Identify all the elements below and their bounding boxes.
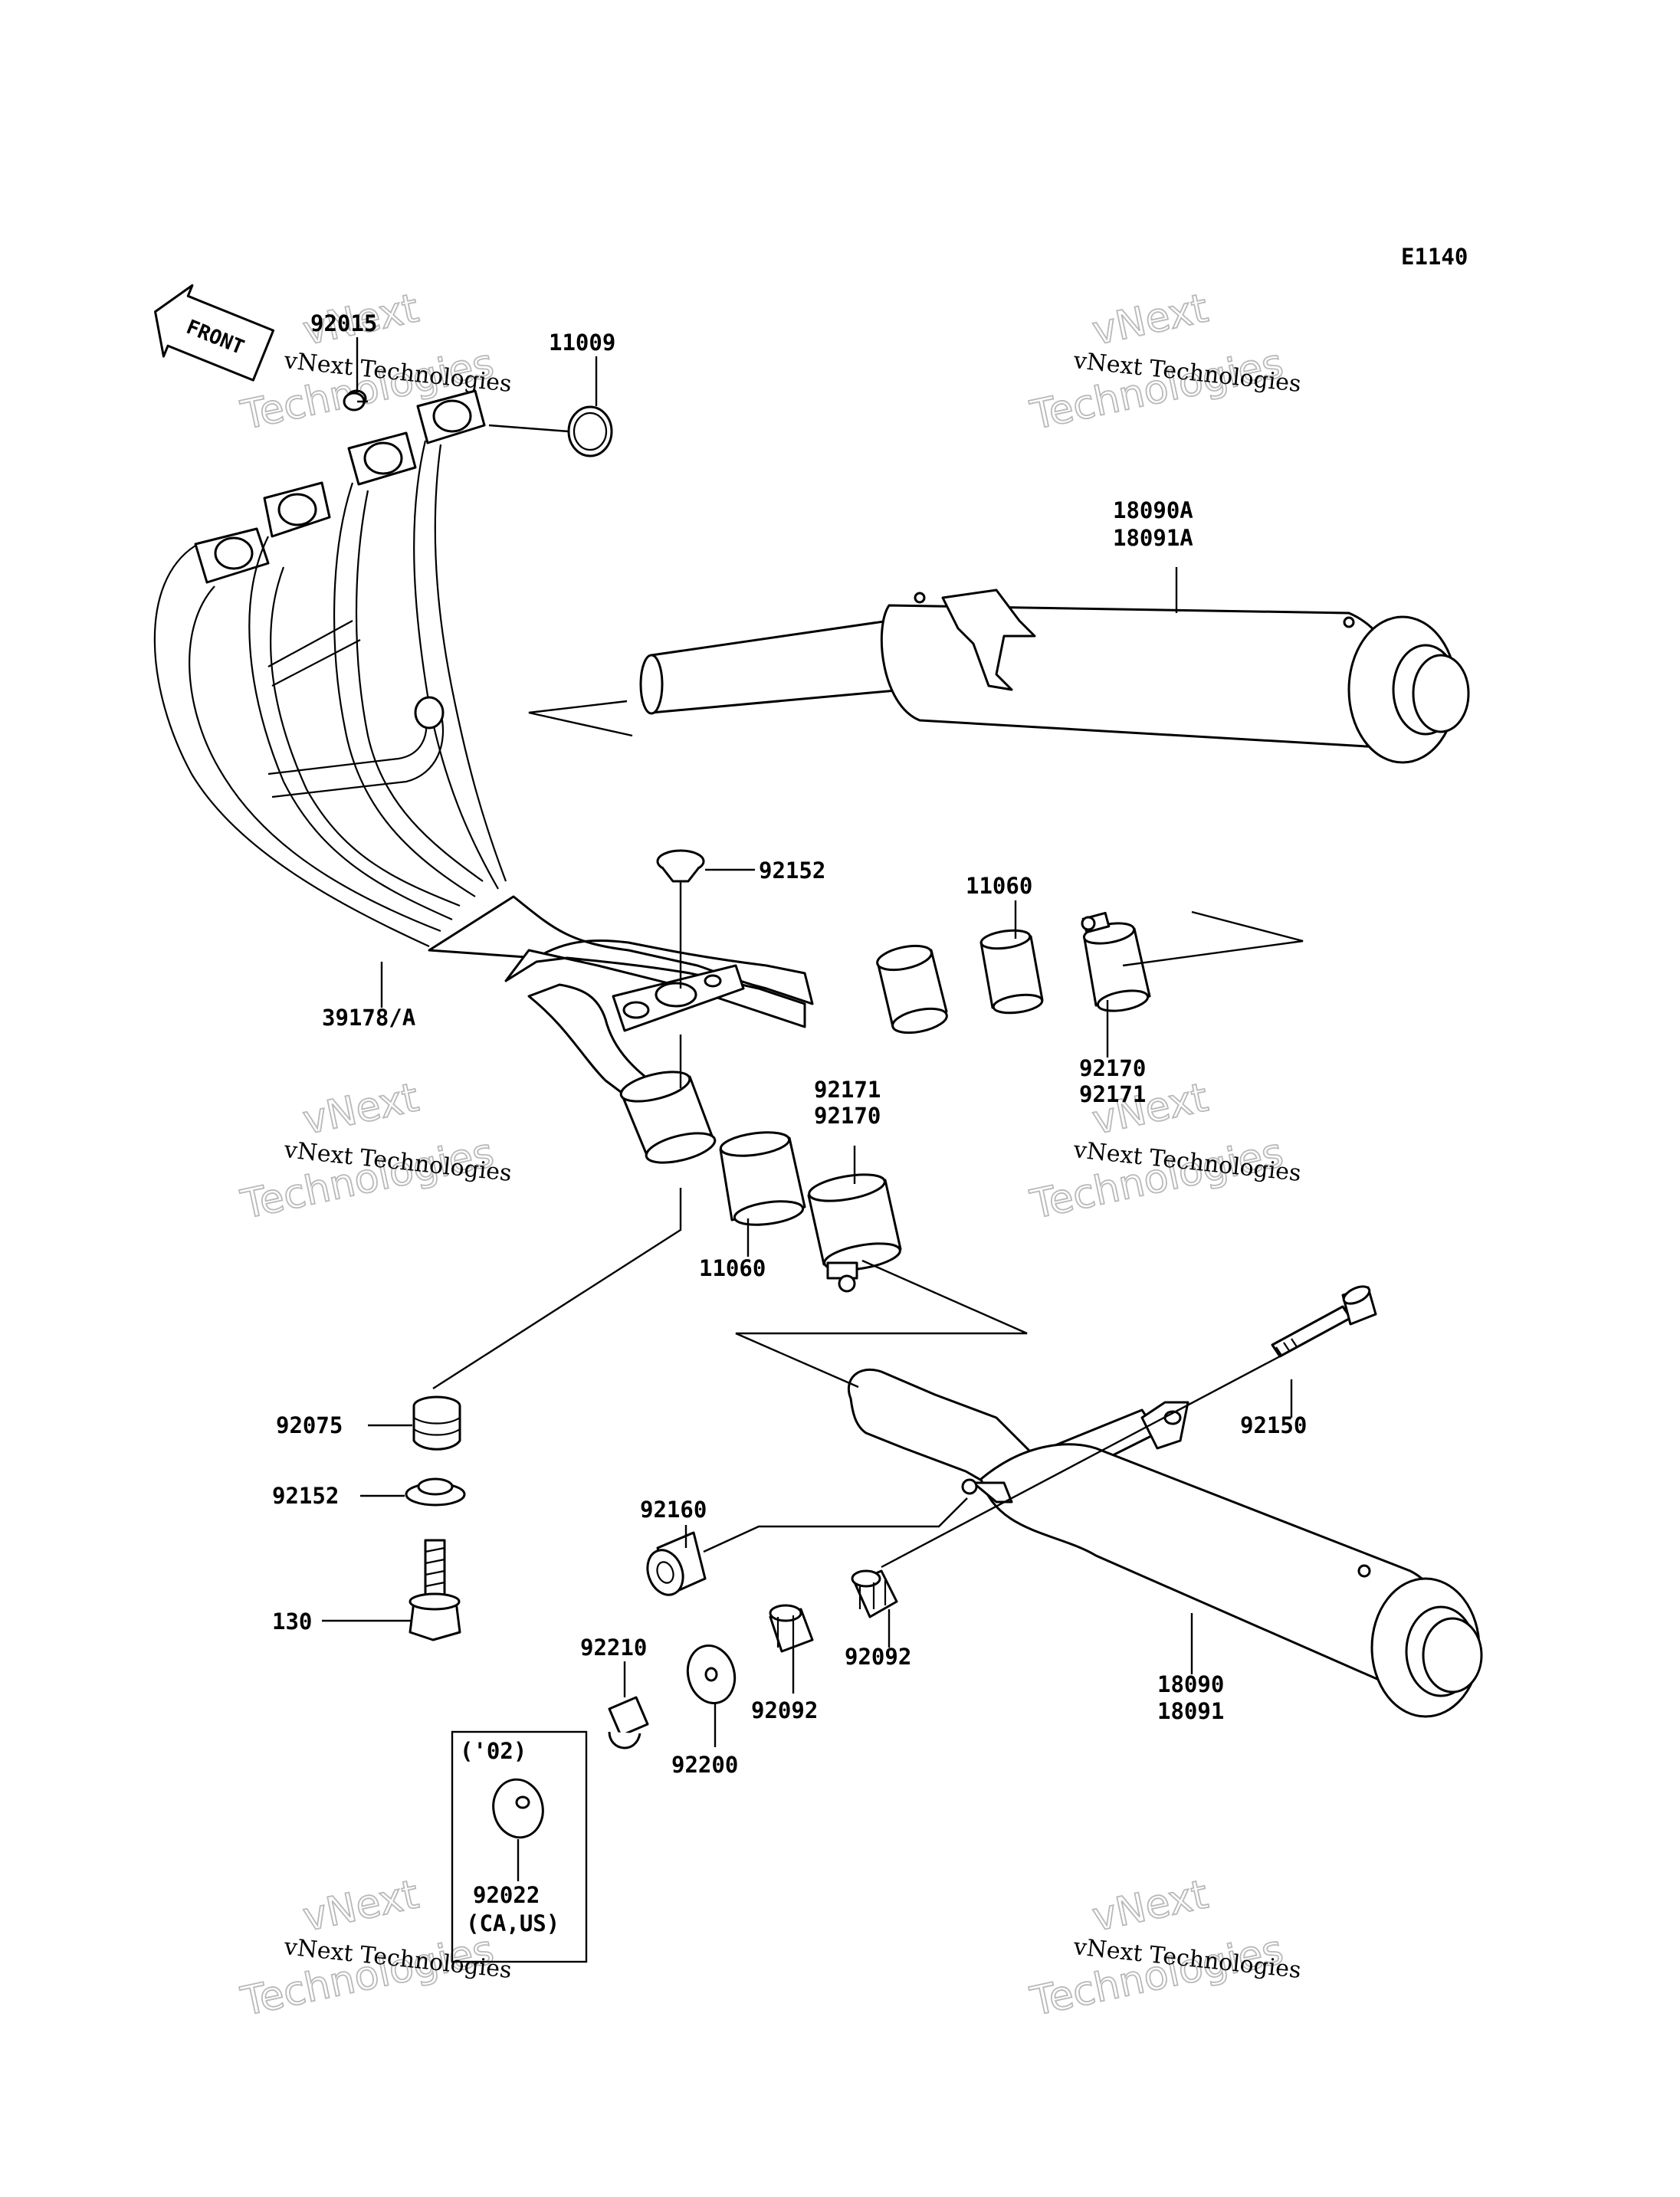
svg-text:vNext: vNext bbox=[299, 1871, 422, 1940]
label-11009: 11009 bbox=[549, 330, 615, 356]
bolt-92150 bbox=[1271, 1285, 1377, 1358]
svg-text:vNext: vNext bbox=[1088, 285, 1212, 354]
label-92150: 92150 bbox=[1240, 1412, 1307, 1438]
label-variant-market: (CA,US) bbox=[466, 1910, 559, 1936]
svg-text:vNext: vNext bbox=[1088, 1871, 1212, 1940]
label-92015: 92015 bbox=[310, 310, 377, 336]
label-18091: 18091 bbox=[1157, 1698, 1224, 1724]
label-11060-right: 11060 bbox=[966, 873, 1032, 899]
grommet-92152-top bbox=[656, 849, 705, 883]
label-92160: 92160 bbox=[640, 1497, 707, 1523]
watermark-top-right: vNext Technologies vNext Technologies bbox=[1025, 285, 1302, 440]
washer-92200 bbox=[686, 1644, 737, 1705]
label-variant-year: ('02) bbox=[460, 1738, 527, 1764]
label-18090: 18090 bbox=[1157, 1671, 1224, 1697]
sleeve-11060-mid bbox=[719, 1131, 806, 1226]
variant-box bbox=[451, 1730, 588, 1963]
watermark-bottom-right: vNext Technologies vNext Technologies bbox=[1025, 1871, 1302, 2026]
bushing-92092-right bbox=[851, 1569, 898, 1618]
clamp-right bbox=[1081, 911, 1151, 1012]
muffler-upper bbox=[639, 589, 1470, 764]
watermark-bottom-left: vNext Technologies vNext Technologies bbox=[236, 1871, 513, 2026]
label-39178A: 39178/A bbox=[322, 1005, 415, 1031]
diagram-code: E1140 bbox=[1401, 244, 1468, 270]
label-92170-mid: 92170 bbox=[814, 1103, 881, 1129]
label-92075: 92075 bbox=[276, 1412, 343, 1438]
label-92210: 92210 bbox=[580, 1635, 647, 1661]
part-labels: 92015 11009 18090A 18091A 92152 11060 39… bbox=[272, 310, 1307, 1936]
label-92092-left: 92092 bbox=[751, 1697, 818, 1723]
label-92200: 92200 bbox=[671, 1752, 738, 1778]
label-92022: 92022 bbox=[473, 1882, 540, 1908]
exhaust-header-pipes bbox=[153, 389, 948, 1164]
svg-text:vNext: vNext bbox=[299, 1074, 422, 1143]
label-92092-right: 92092 bbox=[845, 1644, 911, 1670]
label-18090A: 18090A bbox=[1113, 497, 1193, 523]
leader-lines bbox=[322, 337, 1304, 1881]
label-92152-bottom: 92152 bbox=[272, 1483, 339, 1509]
label-92171-right: 92171 bbox=[1079, 1081, 1146, 1107]
label-18091A: 18091A bbox=[1113, 525, 1193, 551]
label-92170-right: 92170 bbox=[1079, 1055, 1146, 1081]
collar-92152-bottom bbox=[405, 1477, 466, 1507]
clamp-mid bbox=[807, 1173, 902, 1293]
label-11060-mid: 11060 bbox=[699, 1255, 766, 1281]
front-arrow-icon: FRONT bbox=[154, 284, 275, 382]
watermark-mid-left: vNext Technologies vNext Technologies bbox=[236, 1074, 513, 1229]
watermark-mid-right: vNext Technologies vNext Technologies bbox=[1025, 1074, 1302, 1229]
muffler-lower bbox=[847, 1368, 1483, 1718]
damper-92075 bbox=[412, 1395, 461, 1451]
sleeve-11060-right bbox=[979, 929, 1044, 1015]
label-92171-mid: 92171 bbox=[814, 1077, 881, 1103]
bushing-92092-left bbox=[769, 1604, 814, 1653]
gasket-11009 bbox=[567, 405, 613, 457]
label-92152-top: 92152 bbox=[759, 857, 825, 884]
bolt-130 bbox=[409, 1539, 461, 1641]
cap-nut-92210 bbox=[608, 1696, 649, 1749]
bushing-92160 bbox=[646, 1531, 707, 1596]
label-130: 130 bbox=[272, 1608, 312, 1635]
